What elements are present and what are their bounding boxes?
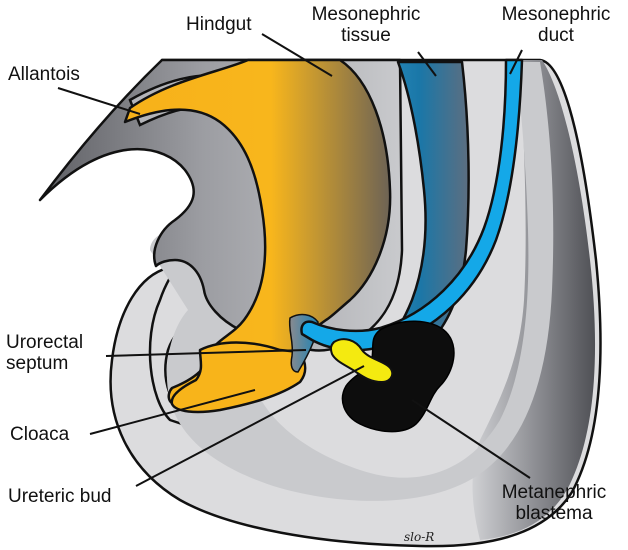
label-mesonephric-tissue-line1: Mesonephric [311,4,421,25]
label-allantois: Allantois [8,64,80,85]
leader-lines [57,33,531,487]
leader-cloaca [89,389,256,435]
leader-mesonephric-tissue [417,51,437,77]
label-metanephric-blastema-line2: blastema [515,503,593,524]
label-metanephric-blastema: Metanephric blastema [484,482,624,524]
mesonephric-duct [300,58,524,352]
leader-ureteric-bud [135,365,365,487]
label-mesonephric-duct: Mesonephric duct [490,4,622,46]
leader-metanephric-blastema [411,399,531,479]
label-urorectal-septum-line1: Urorectal [6,332,84,353]
label-urorectal-septum: Urorectal septum [6,332,83,374]
label-mesonephric-duct-line2: duct [538,25,574,46]
leader-allantois [57,87,141,115]
cloaca [170,341,307,414]
ureteric-bud [329,338,394,384]
label-urorectal-septum-line2: septum [6,353,69,374]
label-cloaca: Cloaca [10,424,70,445]
leader-hindgut [261,33,333,77]
leader-mesonephric-duct [509,49,523,75]
label-mesonephric-tissue-line2: tissue [341,25,391,46]
label-ureteric-bud: Ureteric bud [8,486,112,507]
artist-signature: slo-R [404,530,435,544]
label-metanephric-blastema-line1: Metanephric [501,482,607,503]
leader-urorectal-septum [105,349,307,357]
label-mesonephric-tissue: Mesonephric tissue [300,4,432,46]
label-mesonephric-duct-line1: Mesonephric [501,4,611,25]
label-hindgut: Hindgut [186,14,252,35]
hindgut [123,58,392,407]
